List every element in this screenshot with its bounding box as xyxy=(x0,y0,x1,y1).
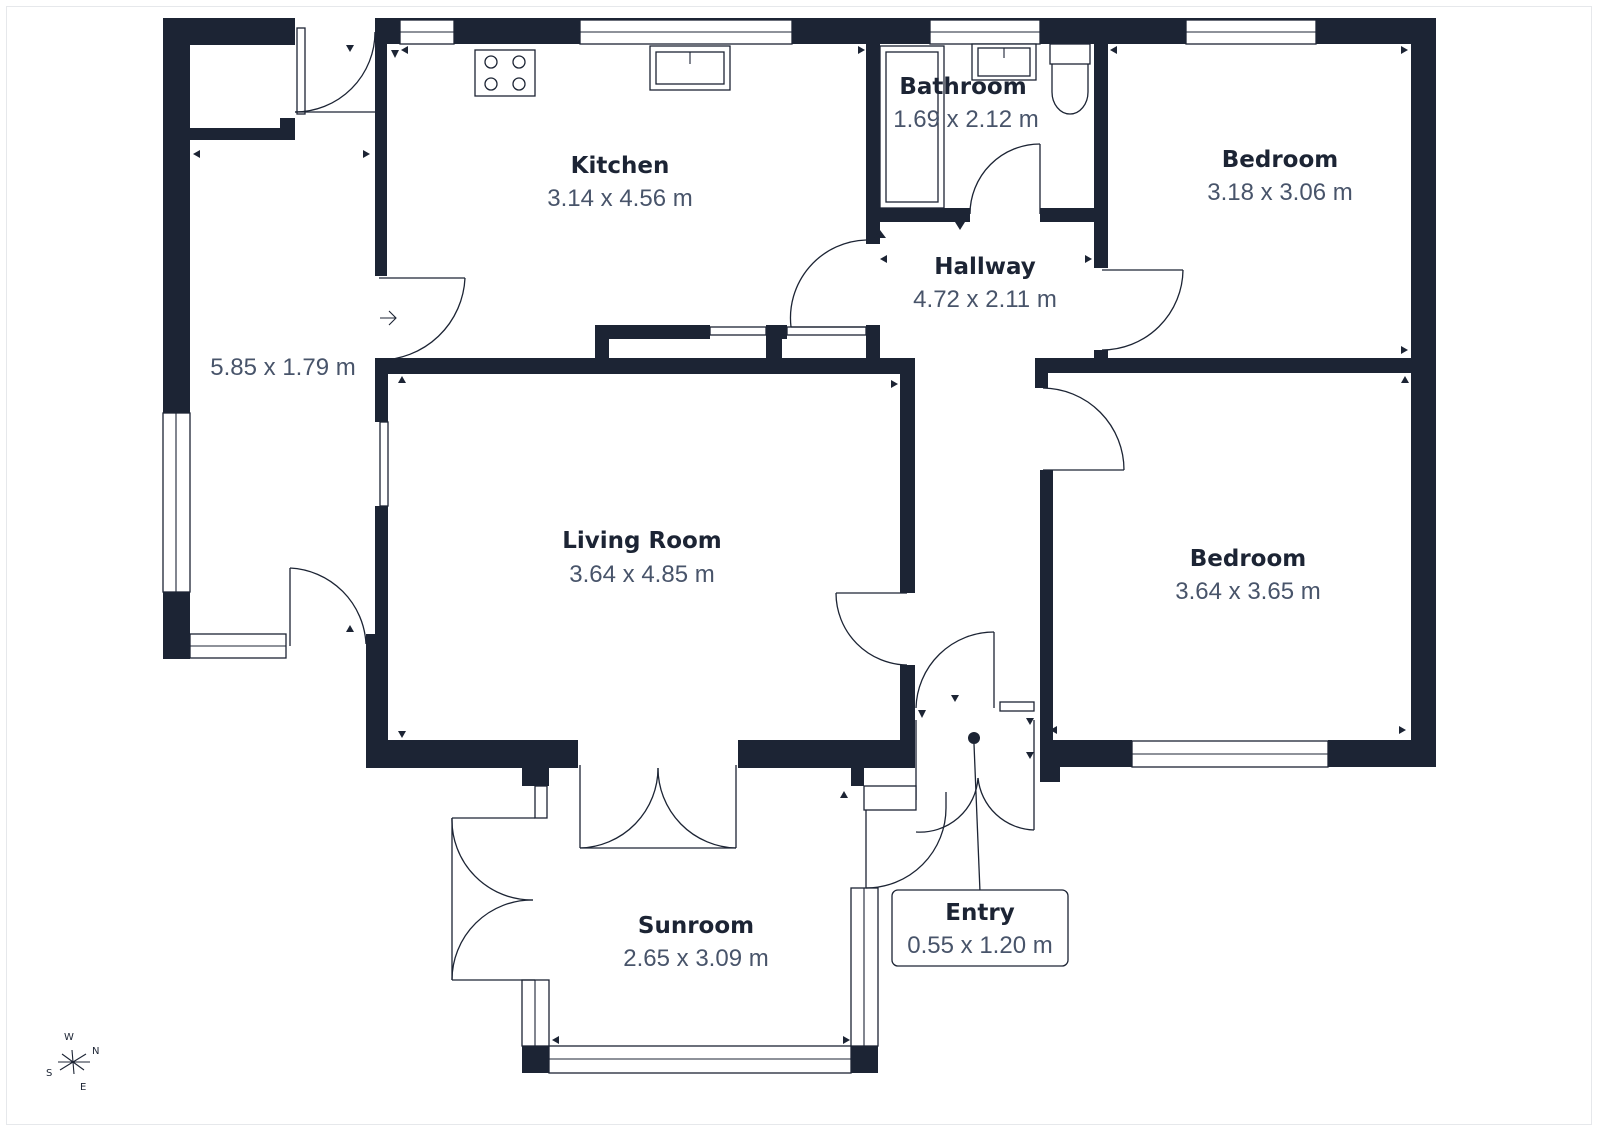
entry-label-box xyxy=(891,889,1069,967)
room-kitchen: Kitchen 3.14 x 4.56 m xyxy=(547,153,692,212)
room-name: Kitchen xyxy=(571,153,670,179)
doors xyxy=(289,31,1184,981)
room-name: Entry xyxy=(945,900,1014,926)
entry-leader-line xyxy=(973,743,981,893)
room-name: Bedroom xyxy=(1190,546,1307,572)
room-name: Bedroom xyxy=(1222,147,1339,173)
room-dimensions: 2.65 x 3.09 m xyxy=(623,945,768,972)
room-hallway: Hallway 4.72 x 2.11 m xyxy=(913,254,1057,313)
room-dimensions: 3.18 x 3.06 m xyxy=(1207,179,1352,206)
compass-icon: W N S E xyxy=(46,1032,99,1093)
room-dimensions: 3.64 x 3.65 m xyxy=(1175,578,1320,605)
room-name: Living Room xyxy=(562,528,722,554)
room-bathroom: Bathroom 1.69 x 2.12 m xyxy=(893,74,1038,133)
room-bedroom-lower: Bedroom 3.64 x 3.65 m xyxy=(1175,546,1320,605)
toilet xyxy=(1049,43,1091,65)
room-side-passage: 5.85 x 1.79 m xyxy=(210,354,355,381)
fixtures xyxy=(474,43,1091,893)
room-dimensions: 5.85 x 1.79 m xyxy=(210,354,355,381)
room-dimensions: 4.72 x 2.11 m xyxy=(913,286,1057,313)
bathtub xyxy=(879,45,945,209)
room-name: Bathroom xyxy=(899,74,1026,100)
compass-north: N xyxy=(92,1046,99,1057)
room-bedroom-upper: Bedroom 3.18 x 3.06 m xyxy=(1207,147,1352,206)
compass-west: W xyxy=(64,1032,74,1043)
room-name: Hallway xyxy=(934,254,1036,280)
room-sunroom: Sunroom 2.65 x 3.09 m xyxy=(623,913,768,972)
room-living-room: Living Room 3.64 x 4.85 m xyxy=(562,528,722,588)
room-dimensions: 3.14 x 4.56 m xyxy=(547,185,692,212)
room-dimensions: 1.69 x 2.12 m xyxy=(893,106,1038,133)
room-dimensions: 3.64 x 4.85 m xyxy=(569,561,714,588)
measure-ticks xyxy=(193,45,1409,1044)
room-dimensions: 0.55 x 1.20 m xyxy=(907,932,1052,959)
room-labels: Kitchen 3.14 x 4.56 m Bathroom 1.69 x 2.… xyxy=(210,74,1352,972)
hob xyxy=(474,49,536,97)
compass-south: S xyxy=(46,1068,52,1079)
room-name: Sunroom xyxy=(638,913,754,939)
compass-east: E xyxy=(80,1082,86,1093)
room-entry: Entry 0.55 x 1.20 m xyxy=(907,900,1052,959)
entry-marker xyxy=(968,732,980,744)
windows xyxy=(162,19,1329,1074)
